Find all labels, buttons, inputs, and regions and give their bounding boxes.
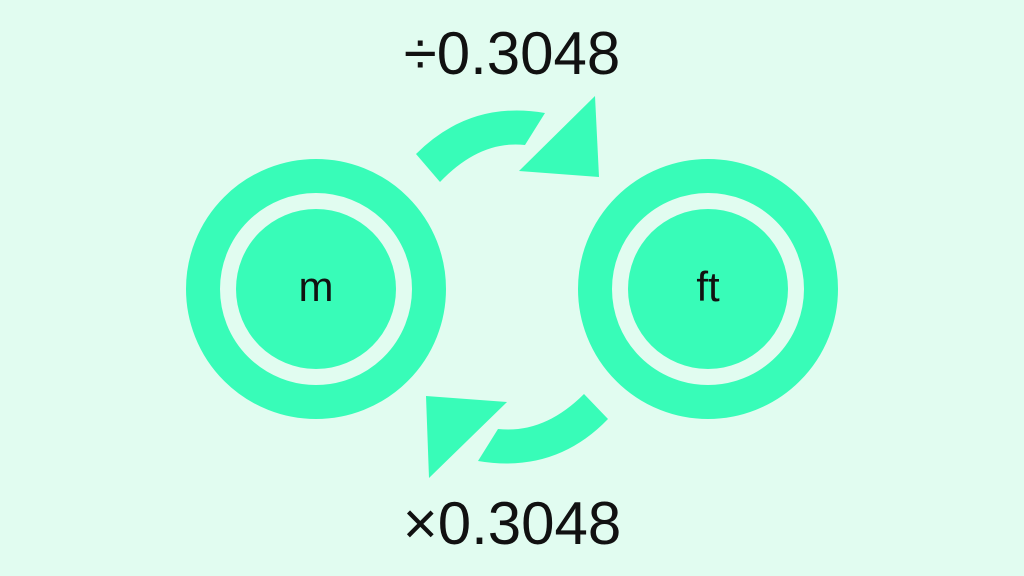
unit-label-meters: m [298,263,334,310]
unit-circle-left [186,159,446,419]
curved-arrow-right-icon [416,96,599,182]
top-arrow-shaft [416,110,545,182]
outer-ring-right [578,159,838,419]
bottom-arrow-shaft [478,394,608,464]
bottom-arrow-head [426,396,507,478]
unit-label-feet: ft [696,263,720,310]
conversion-label-to-feet: ÷0.3048 [403,20,621,87]
inner-disc-left [236,209,396,369]
top-arrow-head [519,96,599,177]
inner-disc-right [628,209,788,369]
unit-circle-right [578,159,838,419]
outer-ring-left [186,159,446,419]
conversion-label-to-meters: ×0.3048 [402,490,622,557]
curved-arrow-left-icon [426,394,608,478]
